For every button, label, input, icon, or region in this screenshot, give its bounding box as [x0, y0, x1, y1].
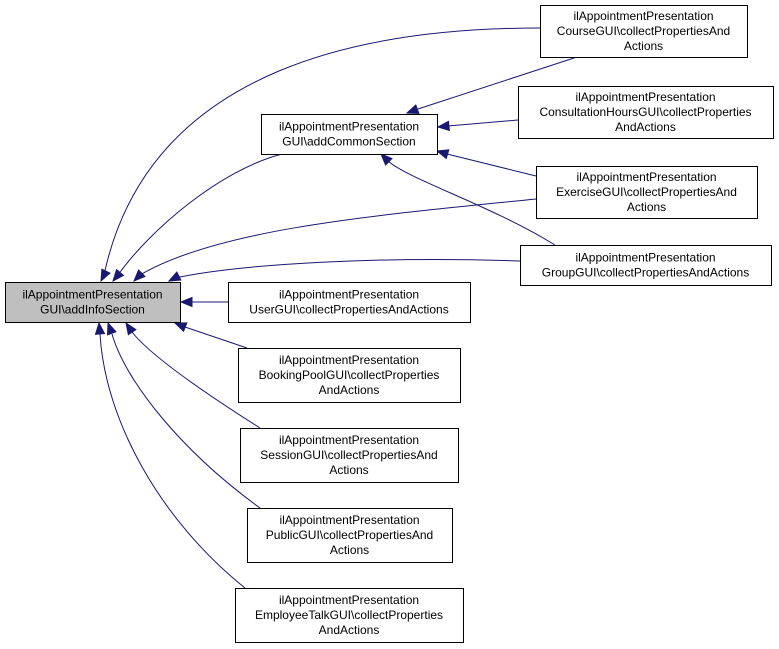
node-label-line: GUI\addInfoSection	[40, 303, 145, 317]
node-box	[261, 114, 438, 155]
arrow-head	[125, 321, 137, 336]
edge-addCommonSection-to-addInfoSection	[112, 153, 283, 283]
node-label-line: ilAppointmentPresentation	[279, 353, 419, 367]
node-label-line: AndActions	[319, 383, 380, 397]
node-label-line: UserGUI\collectPropertiesAndActions	[249, 303, 448, 317]
node-label-line: ilAppointmentPresentation	[573, 9, 713, 23]
arrow-head	[405, 104, 420, 114]
arrow-head	[173, 322, 188, 333]
edge-line	[131, 331, 261, 429]
node-consultation[interactable]: ilAppointmentPresentationConsultationHou…	[518, 86, 774, 139]
node-box	[536, 166, 758, 219]
edge-course-to-addCommonSection	[405, 56, 578, 114]
edge-public-to-addInfoSection	[107, 321, 261, 509]
edge-bookingpool-to-addInfoSection	[173, 322, 248, 349]
node-user[interactable]: ilAppointmentPresentationUserGUI\collect…	[228, 282, 471, 323]
arrow-head	[167, 271, 182, 282]
arrow-head	[179, 296, 193, 308]
node-group[interactable]: ilAppointmentPresentationGroupGUI\collec…	[520, 245, 772, 286]
node-label-line: AndActions	[615, 120, 676, 134]
edge-line	[117, 153, 283, 276]
edge-group-to-addInfoSection	[167, 259, 521, 282]
node-label-line: PublicGUI\collectPropertiesAnd	[266, 528, 433, 542]
node-box	[240, 428, 459, 483]
node-label-line: Actions	[624, 39, 663, 53]
node-label-line: ExerciseGUI\collectPropertiesAnd	[556, 185, 737, 199]
arrow-head	[380, 153, 393, 166]
edge-exercise-to-addInfoSection	[133, 198, 537, 282]
edge-line	[387, 160, 556, 246]
node-session[interactable]: ilAppointmentPresentationSessionGUI\coll…	[240, 428, 459, 483]
edge-line	[99, 333, 246, 589]
node-label-line: ilAppointmentPresentation	[279, 288, 419, 302]
node-label-line: GroupGUI\collectPropertiesAndActions	[542, 266, 749, 280]
nodes-layer: ilAppointmentPresentationGUI\addInfoSect…	[5, 5, 774, 643]
edge-line	[139, 198, 537, 276]
node-label-line: Actions	[330, 543, 369, 557]
node-course[interactable]: ilAppointmentPresentationCourseGUI\colle…	[540, 5, 748, 58]
edge-group-to-addCommonSection	[380, 153, 556, 246]
node-box	[235, 588, 464, 643]
node-box	[247, 508, 453, 563]
node-addCommonSection[interactable]: ilAppointmentPresentationGUI\addCommonSe…	[261, 114, 438, 155]
edge-line	[447, 119, 519, 127]
node-addInfoSection[interactable]: ilAppointmentPresentationGUI\addInfoSect…	[5, 282, 181, 323]
node-label-line: SessionGUI\collectPropertiesAnd	[260, 448, 437, 462]
node-public[interactable]: ilAppointmentPresentationPublicGUI\colle…	[247, 508, 453, 563]
edge-course-to-addInfoSection	[100, 27, 541, 283]
edge-line	[446, 153, 537, 177]
arrow-head	[436, 120, 450, 132]
node-bookingpool[interactable]: ilAppointmentPresentationBookingPoolGUI\…	[238, 348, 461, 403]
node-label-line: BookingPoolGUI\collectProperties	[259, 368, 440, 382]
node-label-line: ilAppointmentPresentation	[279, 433, 419, 447]
node-label-line: Actions	[329, 463, 368, 477]
node-label-line: ilAppointmentPresentation	[279, 593, 419, 607]
edge-user-to-addInfoSection	[179, 296, 228, 308]
node-box	[518, 86, 774, 139]
arrow-head	[133, 269, 146, 282]
edge-line	[174, 259, 521, 279]
arrow-head	[94, 321, 106, 335]
node-label-line: ilAppointmentPresentation	[22, 288, 162, 302]
node-exercise[interactable]: ilAppointmentPresentationExerciseGUI\col…	[536, 166, 758, 219]
edge-employeetalk-to-addInfoSection	[94, 321, 246, 589]
edges-layer	[94, 27, 578, 589]
edge-line	[417, 56, 578, 110]
node-label-line: ilAppointmentPresentation	[575, 251, 715, 265]
node-box	[5, 282, 181, 323]
arrow-head	[107, 321, 117, 336]
node-box	[520, 245, 772, 286]
edge-line	[184, 326, 248, 349]
arrow-head	[100, 268, 111, 283]
node-box	[540, 5, 748, 58]
node-label-line: AndActions	[319, 623, 380, 637]
node-label-line: ConsultationHoursGUI\collectProperties	[539, 105, 751, 119]
node-box	[228, 282, 471, 323]
node-employeetalk[interactable]: ilAppointmentPresentationEmployeeTalkGUI…	[235, 588, 464, 643]
edge-session-to-addInfoSection	[125, 321, 261, 429]
node-label-line: CourseGUI\collectPropertiesAnd	[557, 24, 730, 38]
node-label-line: Actions	[627, 200, 666, 214]
node-label-line: EmployeeTalkGUI\collectProperties	[255, 608, 443, 622]
edge-exercise-to-addCommonSection	[435, 149, 537, 177]
edge-line	[111, 333, 261, 509]
node-label-line: GUI\addCommonSection	[282, 135, 415, 149]
edge-line	[103, 27, 541, 276]
edge-consultation-to-addCommonSection	[436, 119, 519, 132]
arrow-head	[112, 268, 125, 283]
node-label-line: ilAppointmentPresentation	[576, 170, 716, 184]
node-label-line: ilAppointmentPresentation	[279, 120, 419, 134]
arrow-head	[435, 149, 450, 160]
node-box	[238, 348, 461, 403]
node-label-line: ilAppointmentPresentation	[575, 90, 715, 104]
node-label-line: ilAppointmentPresentation	[279, 513, 419, 527]
